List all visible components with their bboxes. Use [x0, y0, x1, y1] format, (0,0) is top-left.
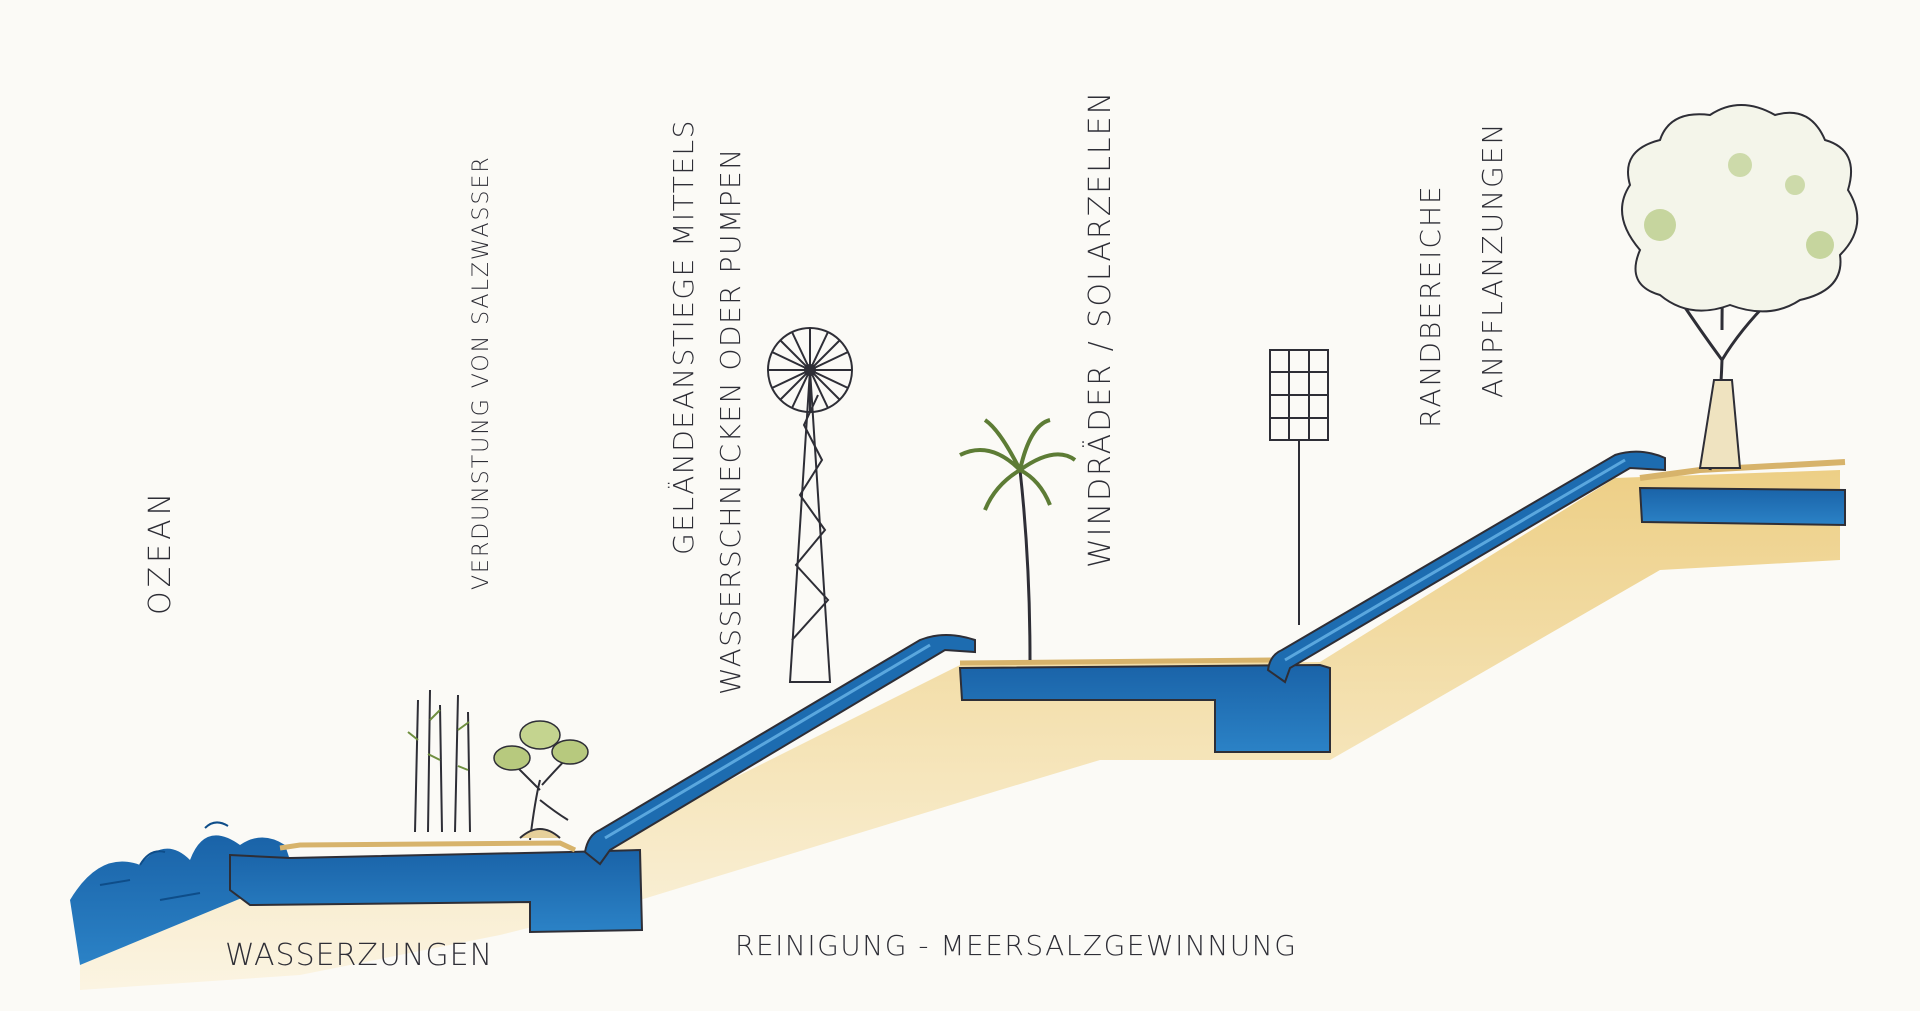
solar-panel — [1269, 349, 1329, 625]
label-wasserzungen: WASSERZUNGEN — [225, 938, 493, 973]
label-reinigung: REINIGUNG - MEERSALZGEWINNUNG — [735, 929, 1297, 962]
middle-basin — [958, 663, 1331, 753]
upper-ground-line — [1639, 459, 1846, 481]
reed-plants — [407, 689, 471, 833]
mangrove-shrub — [493, 720, 589, 841]
lower-screw-highlight — [604, 643, 931, 840]
middle-basin-rim — [959, 657, 1276, 666]
upper-basin — [1638, 486, 1846, 527]
lower-basin-rim — [279, 840, 577, 853]
windmill — [767, 327, 853, 683]
label-windraeder: WINDRÄDER / SOLARZELLEN — [1082, 90, 1118, 568]
soil-ground — [80, 470, 1840, 990]
lower-basin — [229, 848, 644, 934]
upper-water-screw — [1266, 450, 1666, 684]
large-tree — [1621, 104, 1859, 471]
palm-tree — [959, 418, 1077, 661]
label-ozean: OZEAN — [143, 489, 178, 615]
tree-canopy — [1621, 104, 1859, 313]
lower-water-screw — [583, 634, 976, 866]
label-gelaende-line-1: GELÄNDEANSTIEGE MITTELS — [667, 119, 700, 555]
label-verdunstung: VERDUNSTUNG VON SALZWASSER — [469, 155, 494, 590]
label-rand-line-2: ANPFLANZUNGEN — [1476, 122, 1509, 398]
label-rand-line-1: RANDBEREICHE — [1414, 184, 1447, 428]
ocean-wave-lines — [99, 821, 229, 901]
upper-screw-highlight — [1284, 458, 1626, 662]
label-gelaende-line-2: WASSERSCHNECKEN ODER PUMPEN — [714, 147, 747, 695]
